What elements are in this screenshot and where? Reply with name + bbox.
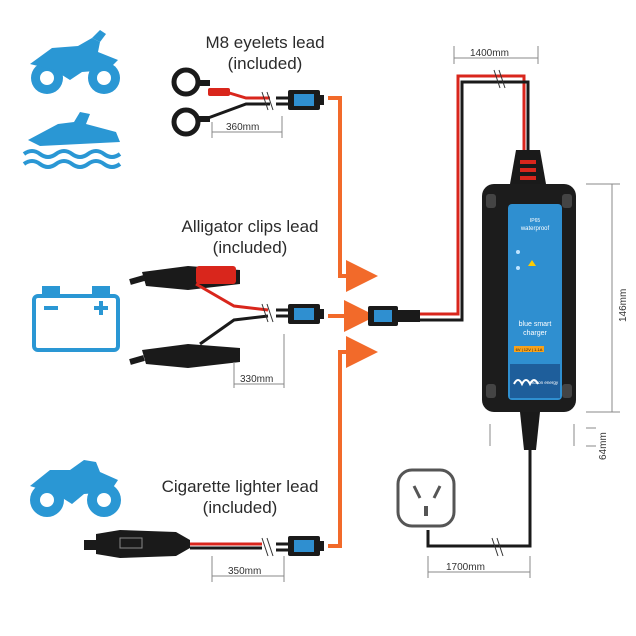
cigarette-length-label: 350mm [228, 566, 261, 577]
alligator-lead-sub: (included) [212, 238, 288, 257]
brand-label: victron energy [530, 380, 559, 385]
alligator-clips-lead [129, 266, 324, 368]
alligator-lead-title: Alligator clips lead [181, 217, 319, 236]
blue-smart-charger [482, 150, 576, 450]
motorcycle-icon [30, 30, 120, 94]
cable-top-length-label: 1400mm [470, 48, 509, 59]
m8-length-label: 360mm [226, 122, 259, 133]
mains-cable [426, 450, 532, 548]
m8-lead-title: M8 eyelets lead [205, 33, 325, 52]
mains-length-label: 1700mm [446, 562, 485, 573]
height-label: 146mm [618, 289, 629, 322]
alligator-lead-title-block: Alligator clips lead (included) [150, 216, 350, 258]
cigarette-lighter-lead [84, 530, 324, 558]
m8-lead-title-block: M8 eyelets lead (included) [180, 32, 350, 74]
cigarette-lead-title: Cigarette lighter lead [161, 477, 319, 496]
connection-arrows [328, 96, 378, 548]
voltage-label: 6V | 12V | 1.1A [516, 347, 543, 352]
charger-connector [368, 74, 530, 326]
cigarette-lead-title-block: Cigarette lighter lead (included) [140, 476, 340, 518]
battery-icon [32, 286, 120, 352]
m8-lead-sub: (included) [227, 54, 303, 73]
motorcycle-icon [30, 460, 121, 517]
cigarette-lead-sub: (included) [202, 498, 278, 517]
waterproof-label: waterproof [520, 226, 550, 232]
mains-socket-icon [396, 468, 456, 528]
charger-name-line2: charger [523, 330, 547, 337]
ip-rating: IP65 [530, 218, 541, 224]
alligator-length-label: 330mm [240, 374, 273, 385]
charger-name-line1: blue smart [519, 321, 552, 328]
m8-eyelets-lead [171, 67, 324, 137]
width-label: 64mm [598, 432, 609, 460]
jet-ski-icon [22, 112, 122, 169]
